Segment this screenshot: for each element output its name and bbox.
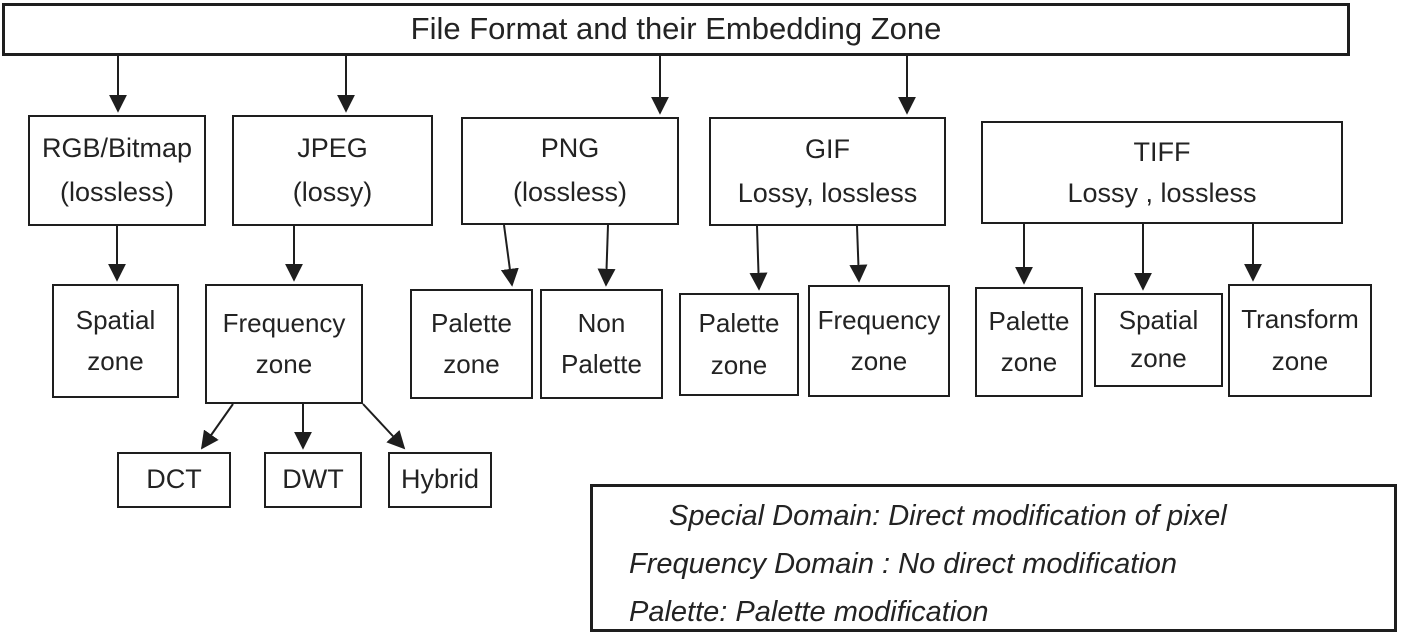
node-palette-zone-png-sublabel: zone [443, 349, 500, 379]
node-non-palette-png: Non Palette [540, 289, 663, 399]
node-jpeg: JPEG (lossy) [232, 115, 433, 226]
node-frequency-zone-jpeg-sublabel: zone [255, 349, 313, 379]
node-gif-label: GIF [805, 133, 850, 164]
node-spatial-zone-rgb-sublabel: zone [87, 346, 144, 376]
node-frequency-zone-jpeg-label: Frequency [222, 307, 346, 338]
legend-box: Special Domain: Direct modification of p… [590, 484, 1397, 632]
node-dwt: DWT [264, 452, 362, 508]
node-spatial-zone-tiff-sublabel: zone [1130, 343, 1187, 373]
node-palette-zone-tiff-sublabel: zone [1000, 347, 1058, 377]
node-non-palette-png-sublabel: Palette [561, 349, 642, 379]
node-palette-zone-gif-label: Palette [698, 308, 780, 339]
node-non-palette-png-label: Non [577, 307, 626, 338]
node-frequency-zone-gif-label: Frequency [817, 304, 941, 335]
node-transform-zone-tiff-sublabel: zone [1271, 345, 1329, 376]
node-palette-zone-gif: Palette zone [679, 293, 799, 396]
node-dwt-label: DWT [282, 464, 344, 495]
node-palette-zone-tiff-label: Palette [988, 305, 1070, 336]
node-dct: DCT [117, 452, 231, 508]
title-box: File Format and their Embedding Zone [2, 3, 1350, 56]
node-png-sublabel: (lossless) [512, 177, 627, 207]
node-png: PNG (lossless) [461, 117, 679, 225]
node-palette-zone-tiff: Palette zone [975, 287, 1083, 397]
node-rgb-bitmap: RGB/Bitmap (lossless) [28, 115, 206, 226]
node-gif-sublabel: Lossy, lossless [737, 177, 918, 208]
node-tiff-label: TIFF [1133, 137, 1191, 167]
node-gif: GIF Lossy, lossless [709, 117, 946, 226]
node-rgb-bitmap-label: RGB/Bitmap [41, 132, 193, 163]
node-tiff-sublabel: Lossy , lossless [1067, 177, 1257, 208]
legend-line-special-domain: Special Domain: Direct modification of p… [669, 500, 1227, 532]
diagram-title: File Format and their Embedding Zone [410, 11, 942, 47]
node-frequency-zone-jpeg: Frequency zone [205, 284, 363, 404]
node-spatial-zone-tiff: Spatial zone [1094, 293, 1223, 387]
node-hybrid: Hybrid [388, 452, 492, 508]
node-transform-zone-tiff-label: Transform [1241, 304, 1359, 335]
legend-line-frequency-domain: Frequency Domain : No direct modificatio… [629, 548, 1178, 580]
node-palette-zone-gif-sublabel: zone [710, 349, 768, 380]
node-palette-zone-png-label: Palette [431, 307, 512, 338]
node-transform-zone-tiff: Transform zone [1228, 284, 1372, 397]
node-spatial-zone-tiff-label: Spatial [1118, 305, 1199, 336]
node-tiff: TIFF Lossy , lossless [981, 121, 1343, 224]
node-palette-zone-png: Palette zone [410, 289, 533, 399]
node-rgb-bitmap-sublabel: (lossless) [59, 176, 174, 207]
legend-line-palette: Palette: Palette modification [629, 596, 989, 628]
node-frequency-zone-gif-sublabel: zone [850, 346, 908, 376]
node-frequency-zone-gif: Frequency zone [808, 285, 950, 397]
node-spatial-zone-rgb: Spatial zone [52, 284, 179, 398]
node-jpeg-sublabel: (lossy) [292, 176, 373, 207]
node-spatial-zone-rgb-label: Spatial [75, 304, 156, 335]
node-png-label: PNG [540, 133, 600, 164]
node-dct-label: DCT [146, 464, 202, 495]
node-hybrid-label: Hybrid [400, 464, 480, 495]
node-jpeg-label: JPEG [297, 132, 368, 163]
